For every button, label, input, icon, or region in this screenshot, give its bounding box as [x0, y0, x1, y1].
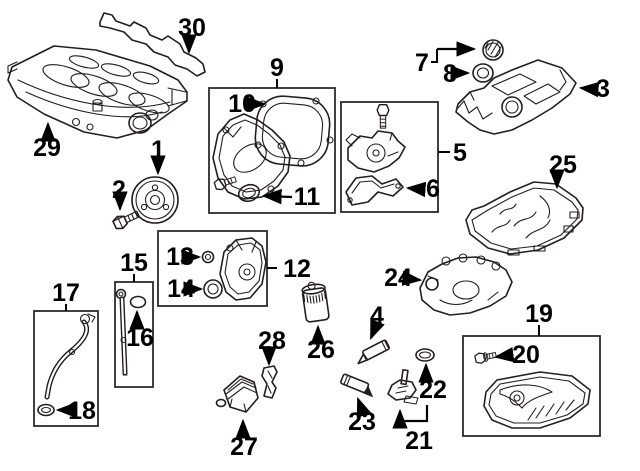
callout-5: 5: [453, 139, 467, 167]
callout-4: 4: [370, 302, 384, 330]
oil-filler-cap-drawing: [482, 39, 504, 61]
bracket-drawing: [261, 365, 278, 399]
upper-oil-pan-drawing: [465, 181, 584, 256]
crank-pulley-drawing: [131, 176, 179, 224]
callout-18: 18: [68, 397, 96, 425]
sealant-tube-drawing: [357, 339, 390, 365]
crank-seal-drawing: [237, 183, 261, 203]
seal-large-drawing: [203, 279, 223, 299]
seal-small-drawing: [201, 250, 215, 264]
callout-10: 10: [228, 90, 256, 118]
callout-6: 6: [426, 175, 440, 203]
housing-gasket-drawing: [345, 175, 404, 206]
dipstick-drawing: [115, 288, 128, 376]
callout-25: 25: [549, 151, 577, 179]
intake-manifold-drawing: [7, 45, 188, 139]
drain-plug-drawing: [474, 352, 497, 364]
callout-28: 28: [258, 327, 286, 355]
callout-27: 27: [230, 433, 258, 461]
baffle-plate-drawing: [419, 253, 513, 316]
manifold-gasket-drawing: [99, 12, 206, 77]
cap-seal-drawing: [472, 63, 494, 83]
sensor-oring-drawing: [415, 348, 435, 362]
upper-timing-cover-drawing: [212, 113, 291, 200]
oil-level-sensor-drawing: [387, 368, 419, 405]
callout-20: 20: [512, 341, 540, 369]
callout-13: 13: [166, 243, 194, 271]
pulley-bolt-drawing: [112, 210, 141, 230]
callout-22: 22: [419, 376, 447, 404]
housing-group-box: [340, 101, 439, 213]
dipstick-tube-group-box: [33, 310, 99, 427]
oil-filter-drawing: [301, 281, 330, 323]
callout-12: 12: [283, 255, 311, 283]
timing-cover-bolt-drawing: [213, 176, 237, 191]
sealant-tube-2-drawing: [340, 373, 374, 398]
callout-30: 30: [178, 14, 206, 42]
callout-3: 3: [596, 75, 610, 103]
callout-16: 16: [126, 324, 154, 352]
callout-26: 26: [307, 336, 335, 364]
tube-oring-drawing: [37, 403, 55, 417]
callout-19: 19: [525, 300, 553, 328]
engine-cover-drawing: [455, 59, 577, 135]
callout-29: 29: [33, 134, 61, 162]
callout-9: 9: [270, 54, 284, 82]
oil-cooler-drawing: [215, 375, 259, 413]
housing-body-drawing: [345, 130, 406, 173]
dipstick-tube-drawing: [44, 313, 96, 400]
callout-24: 24: [384, 264, 412, 292]
callout-1: 1: [151, 136, 165, 164]
lower-timing-cover-drawing: [219, 237, 267, 301]
callout-2: 2: [112, 176, 126, 204]
callout-8: 8: [443, 60, 457, 88]
callout-21: 21: [405, 427, 433, 455]
callouts: 1 2 3 4 5 6 7 8 9 10 11 12 13 14 15 16: [33, 14, 610, 461]
callout-23: 23: [348, 408, 376, 436]
lower-oil-pan-group-box: [462, 335, 601, 437]
housing-bolt-drawing: [376, 103, 390, 129]
timing-cover-group-box: [208, 87, 336, 214]
lower-oil-pan-drawing: [483, 371, 591, 429]
callout-11: 11: [294, 183, 321, 211]
callout-15: 15: [120, 249, 148, 277]
dipstick-oring-drawing: [129, 295, 147, 309]
callout-17: 17: [52, 279, 80, 307]
callout-7: 7: [415, 49, 429, 77]
callout-14: 14: [167, 275, 195, 303]
